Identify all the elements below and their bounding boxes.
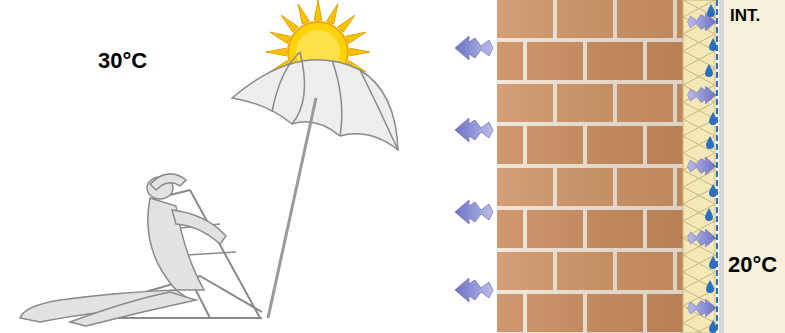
inside-temperature: 20°C	[728, 252, 777, 277]
beach-umbrella	[232, 52, 398, 318]
brick-wall	[497, 0, 683, 333]
vapour-arrows	[688, 13, 717, 317]
inside-temperature-box: 20°C	[728, 252, 777, 278]
condensation-drops	[705, 4, 717, 333]
vapour-barrier	[716, 0, 718, 333]
interior-finish	[719, 0, 724, 333]
outside-temperature: 30°C	[98, 48, 147, 73]
outside-temperature-box: 30°C	[98, 48, 147, 74]
interior-label: INT.	[730, 6, 760, 25]
heat-arrows-out	[455, 36, 493, 302]
insulation-layer	[683, 0, 715, 333]
sunbather	[20, 174, 226, 326]
interior-label-box: INT.	[730, 6, 760, 26]
